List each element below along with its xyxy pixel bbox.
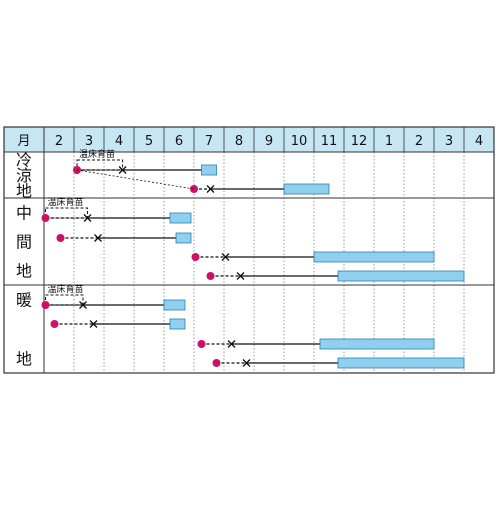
sowing-dot [50,320,59,328]
region-label-char: 冷 [16,151,32,170]
month-label-15: 4 [475,134,483,149]
month-label-8: 9 [265,134,273,149]
sowing-dot [190,185,198,193]
month-label-4: 5 [145,134,153,149]
month-label-6: 7 [205,134,213,149]
transplant-cross-stroke [79,301,87,309]
month-label-2: 3 [85,134,93,149]
transplant-mark [79,301,87,309]
harvest-bar [169,212,192,224]
harvest-bar [163,299,186,311]
transplant-mark [83,214,92,222]
harvest-bar [337,270,465,282]
transplant-mark [89,320,98,328]
harvest-bar [319,338,435,350]
transplant-cross-stroke [236,272,245,280]
transplant-cross-stroke [89,320,98,328]
nursery-label: 温床育苗 [48,196,84,208]
sowing-dot [206,272,215,280]
region-label-char: 地 [16,262,32,281]
month-column-label: 月 [17,134,30,149]
month-label-3: 4 [115,134,123,149]
month-label-12: 1 [385,134,393,149]
transplant-cross-stroke [83,214,92,222]
transplant-mark [206,185,215,193]
harvest-bar [283,183,330,195]
sowing-dot [41,301,50,309]
region-label-char: 間 [16,233,32,252]
sowing-dot [191,253,200,261]
harvest-bar [175,232,192,244]
transplant-cross-stroke [206,185,215,193]
nursery-label: 温床育苗 [79,148,115,160]
transplant-cross-stroke [227,340,236,348]
transplant-mark [94,234,102,242]
harvest-bar [313,251,435,263]
month-label-5: 6 [175,134,183,149]
sowing-dot [56,234,65,242]
transplant-mark [221,253,230,261]
harvest-bar [201,164,217,176]
month-label-13: 2 [415,134,423,149]
month-label-7: 8 [235,134,243,149]
region-label-char: 中 [16,204,32,223]
month-label-14: 3 [445,134,453,149]
harvest-bar [337,357,465,369]
region-label-char: 暖 [16,291,32,310]
transplant-mark [242,359,251,367]
table-frame [3,126,495,374]
month-label-9: 10 [291,134,308,149]
sowing-dot [212,359,221,367]
month-label-11: 12 [351,134,368,149]
transplant-mark [118,166,127,174]
harvest-bar [169,318,186,330]
transplant-cross-stroke [242,359,251,367]
transplant-cross-stroke [118,166,127,174]
region-label-char: 涼 [16,166,32,185]
region-label-char: 地 [16,349,32,368]
nursery-box [45,207,88,219]
transplant-cross-stroke [221,253,230,261]
nursery-label: 温床育苗 [48,283,84,295]
transplant-mark [227,340,236,348]
sowing-dot [197,340,206,348]
nursery-box [45,294,84,306]
grid-layer [3,126,495,374]
sowing-link-line [76,169,195,190]
region-label-char: 地 [16,181,32,200]
transplant-cross-stroke [94,234,102,242]
transplant-mark [236,272,245,280]
nursery-box [76,159,124,171]
header-background [4,127,494,152]
month-label-10: 11 [321,134,338,149]
month-label-1: 2 [55,134,63,149]
sowing-dot [41,214,50,222]
